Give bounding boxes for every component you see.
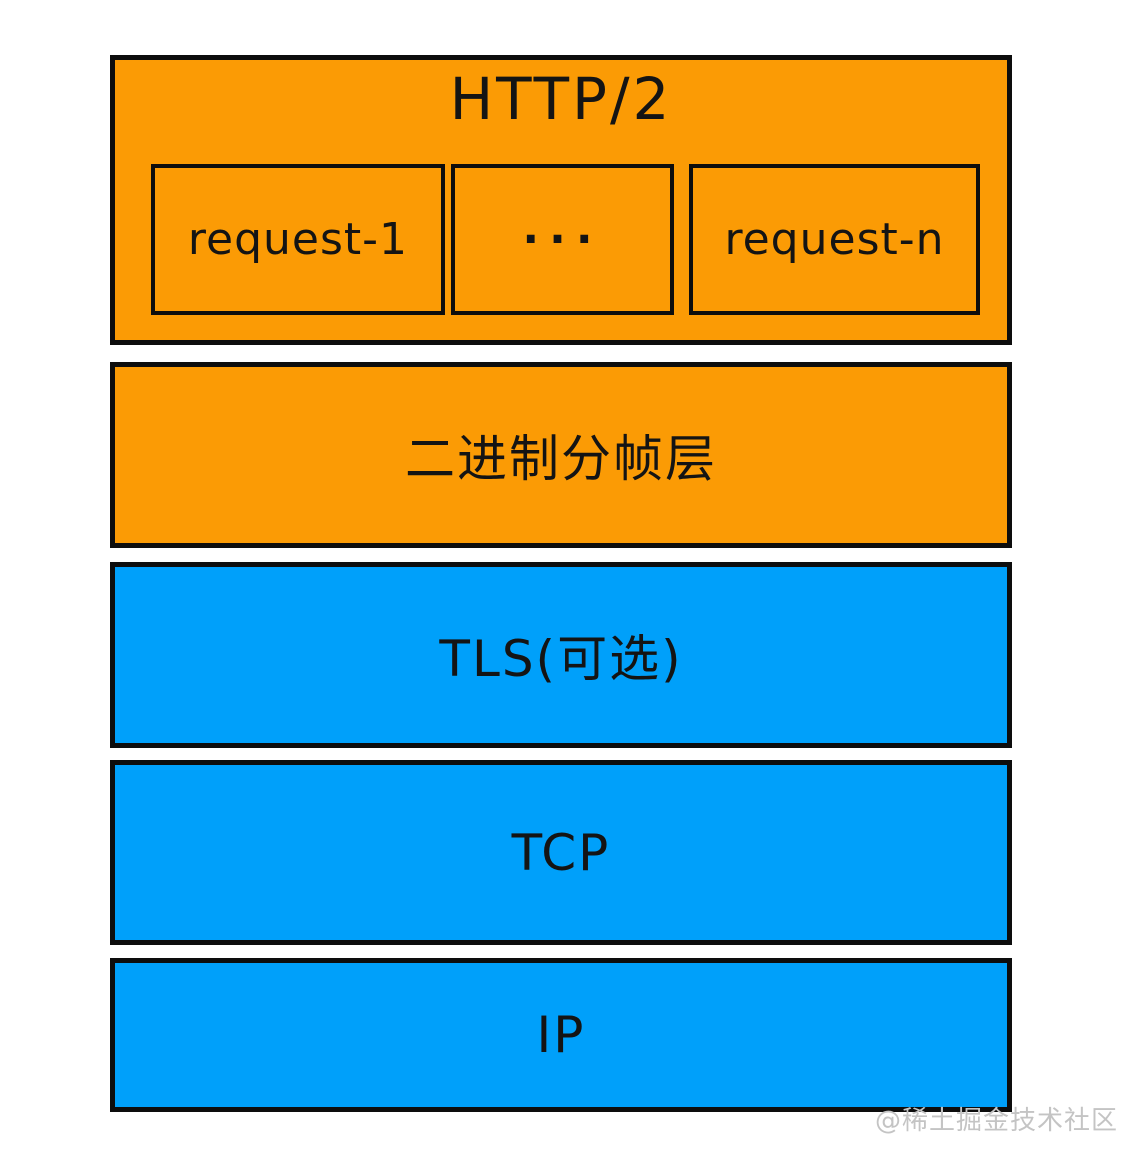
layer-ip-label: IP — [536, 1006, 586, 1064]
layer-http2-label: HTTP/2 — [449, 65, 673, 133]
layer-tcp-label: TCP — [511, 823, 611, 882]
request-1-label: request-1 — [187, 214, 409, 265]
request-n-box: request-n — [689, 164, 980, 315]
layer-binary-framing-label: 二进制分帧层 — [405, 430, 717, 488]
layer-tcp: TCP — [110, 760, 1012, 945]
layer-ip: IP — [110, 958, 1012, 1112]
request-1-box: request-1 — [151, 164, 445, 315]
layer-tls-label: TLS(可选) — [439, 630, 683, 688]
layer-binary-framing: 二进制分帧层 — [110, 362, 1012, 548]
watermark-text: @稀土掘金技术社区 — [874, 1106, 1118, 1136]
layer-tls: TLS(可选) — [110, 562, 1012, 748]
request-n-label: request-n — [724, 214, 945, 265]
ellipsis-label: ··· — [522, 213, 603, 265]
requests-ellipsis-box: ··· — [451, 164, 674, 315]
layer-http2: HTTP/2 request-1 ··· request-n — [110, 55, 1012, 345]
